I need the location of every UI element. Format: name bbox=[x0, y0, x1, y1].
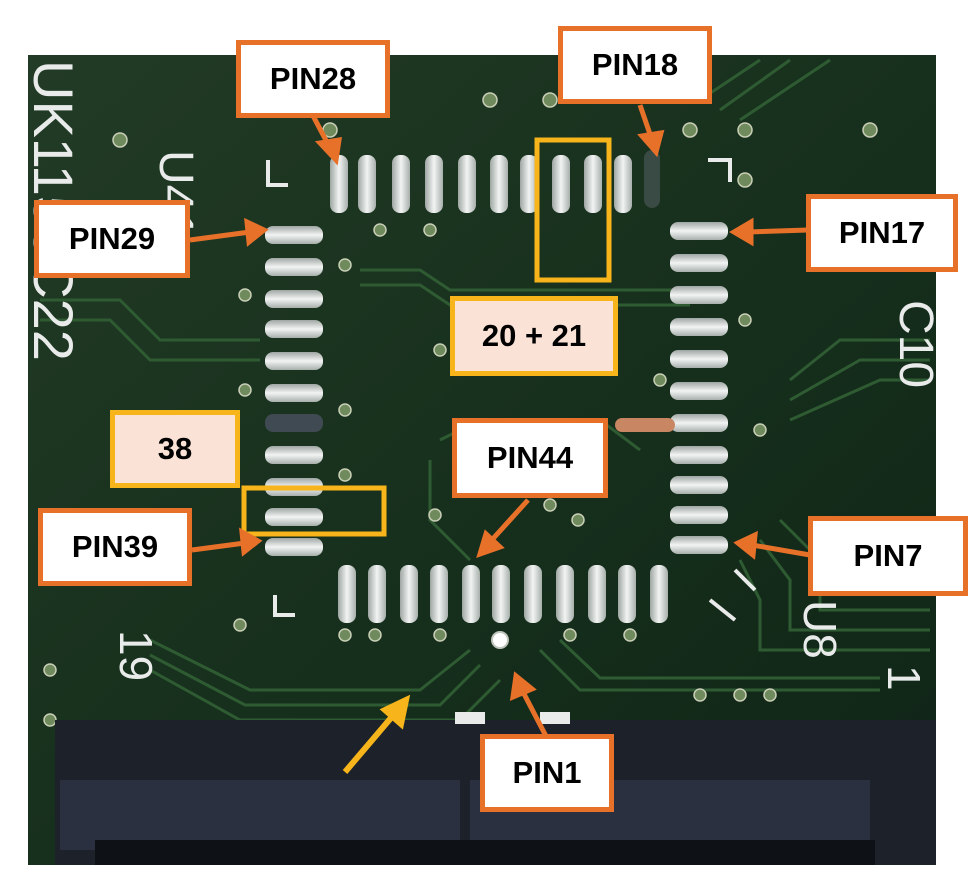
pins-20-21-highlight bbox=[534, 137, 612, 283]
vias bbox=[43, 92, 878, 727]
pin29-label: PIN29 bbox=[34, 200, 190, 278]
silkscreen-bottom-right: 1 bbox=[878, 665, 930, 691]
silkscreen-right-bottom: U8 bbox=[794, 600, 846, 659]
right-pad-column bbox=[670, 222, 728, 554]
pin1-marker-hole bbox=[491, 631, 509, 649]
pin18-label: PIN18 bbox=[558, 26, 712, 104]
smd-resistor bbox=[615, 418, 675, 432]
pins-20-21-label: 20 + 21 bbox=[450, 296, 618, 376]
pin7-label: PIN7 bbox=[808, 516, 968, 596]
pin28-label: PIN28 bbox=[236, 40, 390, 118]
left-pad-column bbox=[265, 226, 323, 556]
bottom-pad-row bbox=[338, 565, 668, 623]
pin1-label: PIN1 bbox=[480, 734, 614, 812]
top-pad-row bbox=[330, 150, 660, 213]
pin38-highlight bbox=[241, 485, 387, 537]
pin17-label: PIN17 bbox=[806, 194, 958, 272]
callout-arrows bbox=[189, 104, 811, 742]
silkscreen-right-top: C10 bbox=[889, 300, 942, 388]
pin38-label: 38 bbox=[110, 410, 240, 488]
pin44-label: PIN44 bbox=[452, 418, 608, 498]
silkscreen-bottom-left: 19 bbox=[110, 630, 162, 681]
yellow-arrow bbox=[342, 694, 411, 774]
pin39-label: PIN39 bbox=[38, 508, 192, 586]
silkscreen-corners bbox=[266, 158, 757, 622]
